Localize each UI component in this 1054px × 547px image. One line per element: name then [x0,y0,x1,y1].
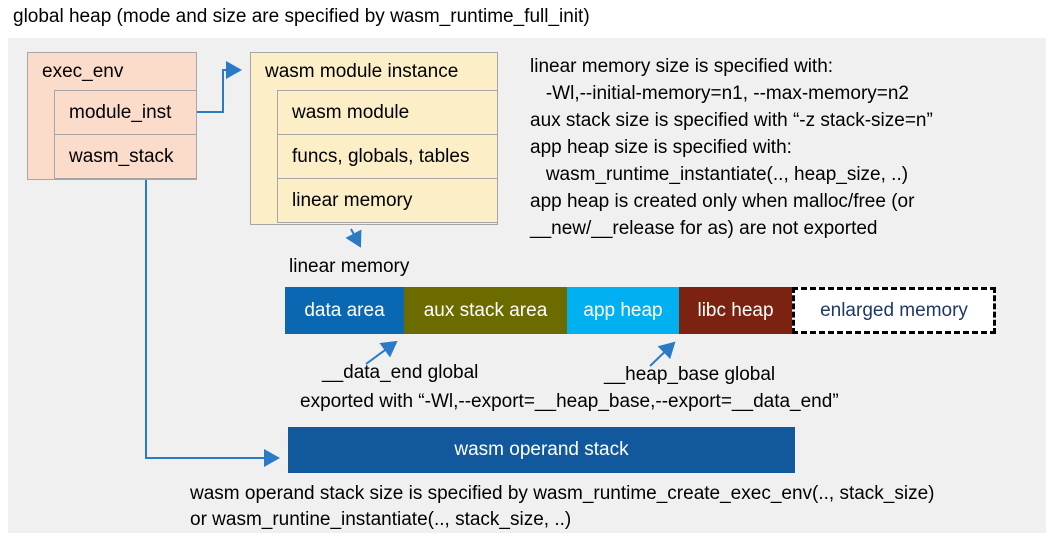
module-instance-row-funcs-globals-tables: funcs, globals, tables [277,134,498,179]
module-instance-header: wasm module instance [265,61,459,82]
segment-data-area: data area [285,287,404,334]
exported-with-label: exported with “-Wl,--export=__heap_base,… [300,391,839,412]
exec-env-rows: module_inst wasm_stack [54,90,197,179]
page-title: global heap (mode and size are specified… [13,6,590,27]
operand-stack-note: wasm operand stack size is specified by … [190,481,935,533]
info-line: -Wl,--initial-memory=n1, --max-memory=n2 [530,83,909,104]
exec-env-row-module-inst: module_inst [54,90,197,135]
operand-stack-note-line2: or wasm_runtine_instantiate(.., stack_si… [190,509,572,530]
exec-env-header: exec_env [42,61,124,82]
linear-memory-label: linear memory [289,256,410,277]
info-line: aux stack size is specified with “-z sta… [530,110,933,131]
segment-app-heap: app heap [567,287,679,334]
memory-size-info: linear memory size is specified with: -W… [530,53,933,242]
info-line: linear memory size is specified with: [530,56,834,77]
module-instance-box: wasm module instance wasm module funcs, … [250,52,498,225]
heap-base-global-label: __heap_base global [604,364,776,385]
info-line: app heap is created only when malloc/fre… [530,191,915,212]
segment-enlarged-memory: enlarged memory [792,287,996,334]
module-instance-row-linear-memory: linear memory [277,178,498,223]
operand-stack-note-line1: wasm operand stack size is specified by … [190,483,935,504]
segment-libc-heap: libc heap [679,287,792,334]
data-end-global-label: __data_end global [322,362,479,383]
exec-env-row-wasm-stack: wasm_stack [54,134,197,179]
exec-env-box: exec_env module_inst wasm_stack [27,52,197,180]
module-instance-row-wasm-module: wasm module [277,90,498,135]
linear-memory-bar: data area aux stack area app heap libc h… [285,287,996,334]
info-line: wasm_runtime_instantiate(.., heap_size, … [530,164,909,185]
segment-aux-stack-area: aux stack area [404,287,567,334]
wasm-operand-stack-bar: wasm operand stack [288,427,795,473]
module-instance-rows: wasm module funcs, globals, tables linea… [277,90,498,223]
info-line: app heap size is specified with: [530,137,792,158]
info-line: __new/__release for as) are not exported [530,218,878,239]
